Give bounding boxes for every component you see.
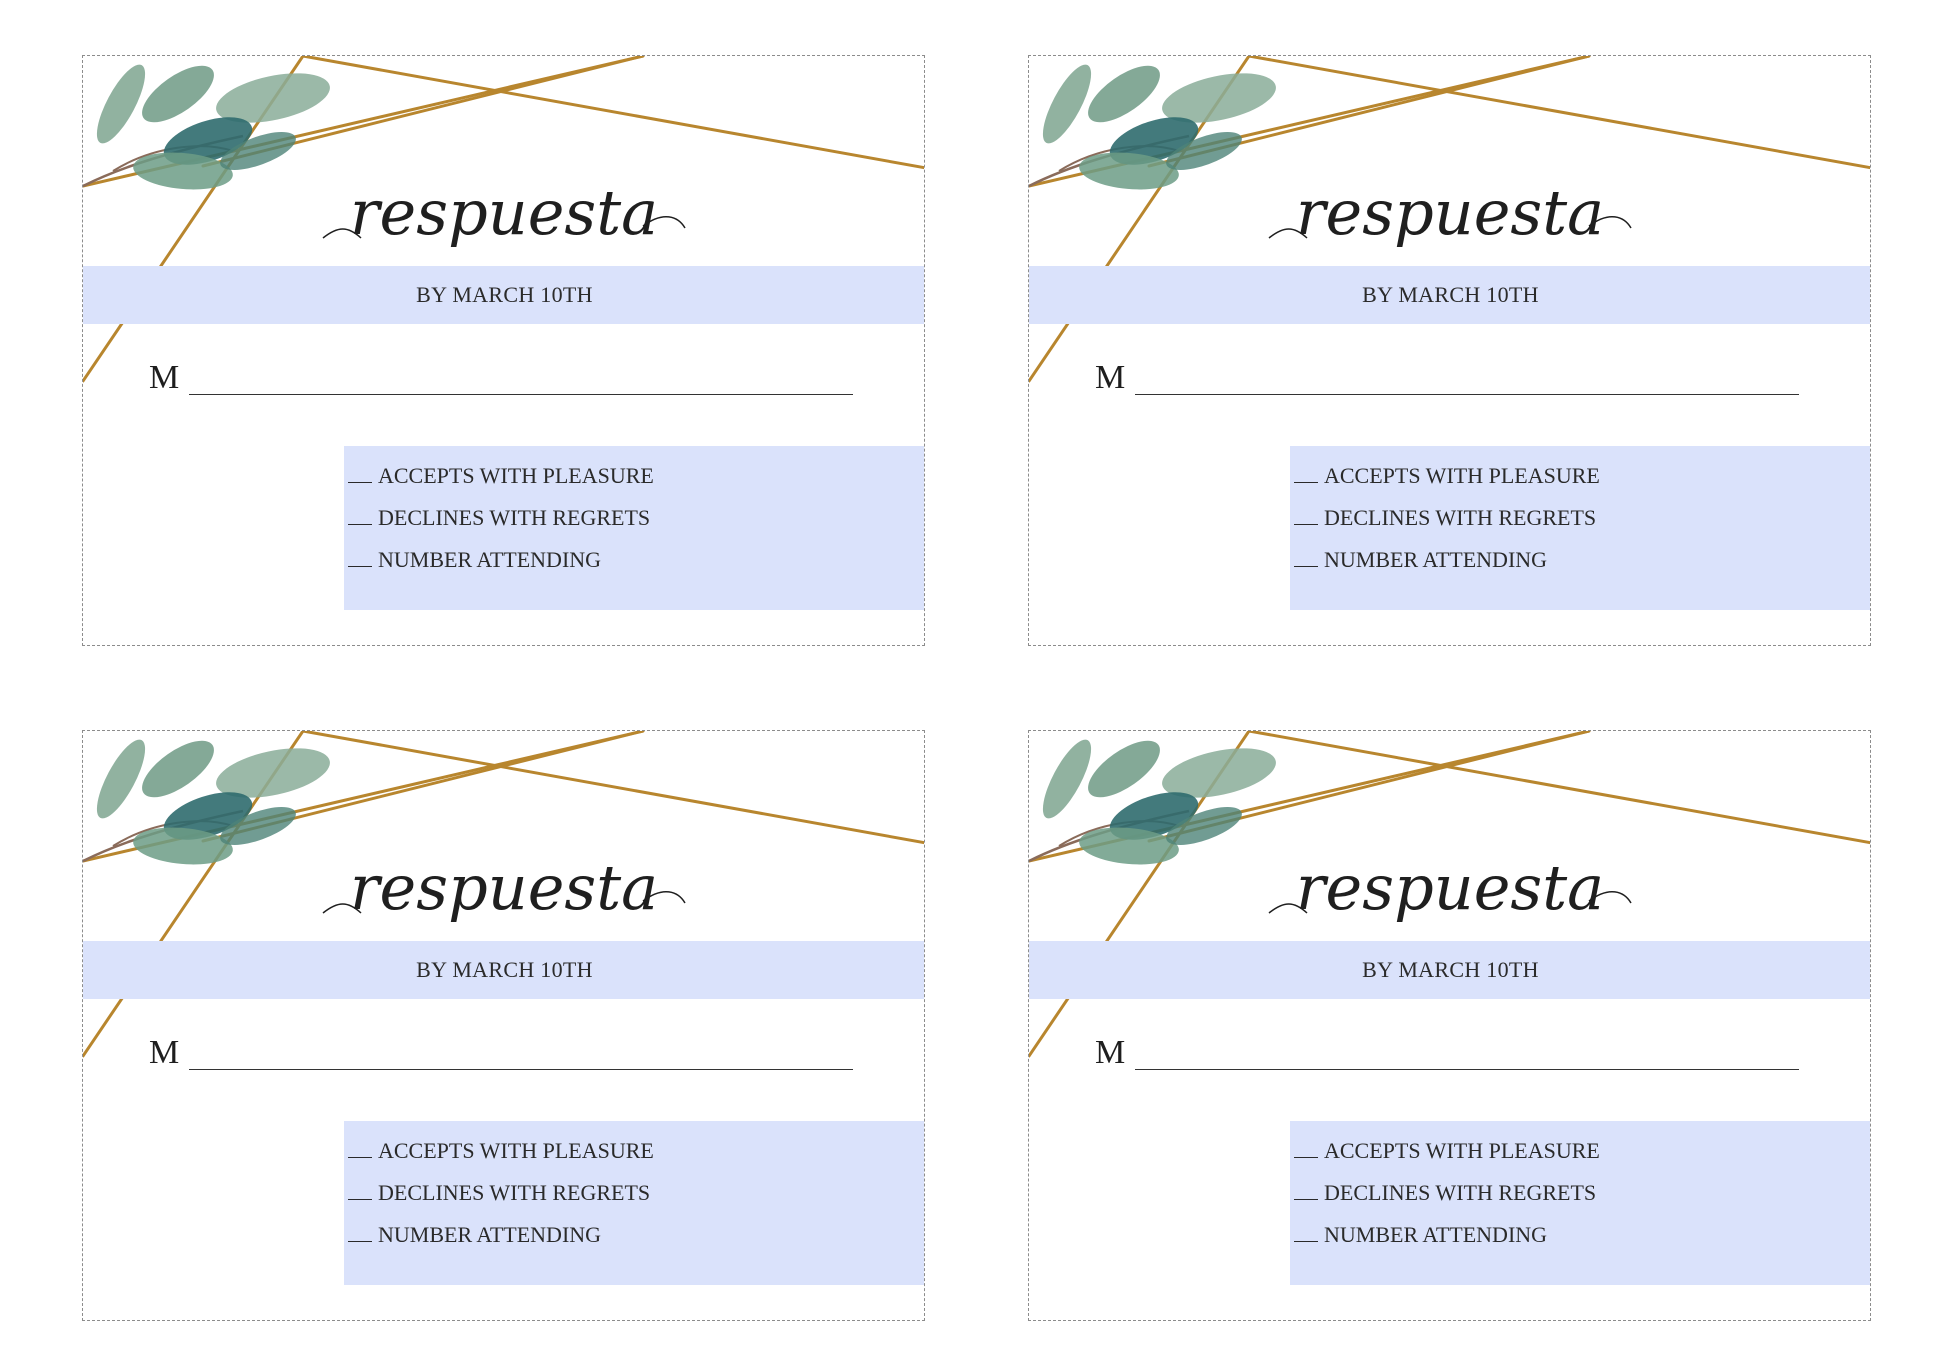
- name-prefix: M: [149, 359, 180, 396]
- deadline-banner: BY MARCH 10TH: [83, 266, 924, 324]
- response-options: ACCEPTS WITH PLEASURE DECLINES WITH REGR…: [1290, 446, 1870, 610]
- checkbox-blank[interactable]: [348, 504, 372, 525]
- option-declines[interactable]: DECLINES WITH REGRETS: [1294, 502, 1870, 544]
- svg-text:respuesta: respuesta: [1296, 176, 1604, 249]
- option-accepts[interactable]: ACCEPTS WITH PLEASURE: [348, 1135, 924, 1177]
- name-write-line[interactable]: [1135, 394, 1799, 395]
- rsvp-card-4: respuesta BY MARCH 10TH M ACCEPTS WITH P…: [1028, 730, 1871, 1321]
- deadline-banner: BY MARCH 10TH: [1029, 266, 1870, 324]
- checkbox-blank[interactable]: [1294, 1179, 1318, 1200]
- svg-text:respuesta: respuesta: [350, 851, 658, 924]
- name-prefix: M: [149, 1034, 180, 1071]
- checkbox-blank[interactable]: [1294, 546, 1318, 567]
- deadline-text: BY MARCH 10TH: [416, 957, 593, 982]
- name-prefix: M: [1095, 1034, 1126, 1071]
- option-number-attending[interactable]: NUMBER ATTENDING: [348, 1219, 924, 1261]
- option-number-attending[interactable]: NUMBER ATTENDING: [1294, 1219, 1870, 1261]
- checkbox-blank[interactable]: [348, 1221, 372, 1242]
- name-write-line[interactable]: [189, 394, 853, 395]
- response-options: ACCEPTS WITH PLEASURE DECLINES WITH REGR…: [1290, 1121, 1870, 1285]
- deadline-banner: BY MARCH 10TH: [83, 941, 924, 999]
- rsvp-script-title: respuesta: [322, 176, 686, 249]
- checkbox-blank[interactable]: [1294, 1221, 1318, 1242]
- name-prefix: M: [1095, 359, 1126, 396]
- deadline-banner: BY MARCH 10TH: [1029, 941, 1870, 999]
- deadline-text: BY MARCH 10TH: [1362, 282, 1539, 307]
- svg-text:respuesta: respuesta: [1296, 851, 1604, 924]
- guest-name-field[interactable]: M: [1095, 358, 1799, 398]
- checkbox-blank[interactable]: [1294, 462, 1318, 483]
- checkbox-blank[interactable]: [348, 1179, 372, 1200]
- name-write-line[interactable]: [189, 1069, 853, 1070]
- deadline-text: BY MARCH 10TH: [1362, 957, 1539, 982]
- rsvp-card-1: respuesta BY MARCH 10TH M ACCEPTS WITH P…: [82, 55, 925, 646]
- checkbox-blank[interactable]: [1294, 504, 1318, 525]
- rsvp-card-2: respuesta BY MARCH 10TH M ACCEPTS WITH P…: [1028, 55, 1871, 646]
- checkbox-blank[interactable]: [348, 1137, 372, 1158]
- rsvp-card-3: respuesta BY MARCH 10TH M ACCEPTS WITH P…: [82, 730, 925, 1321]
- guest-name-field[interactable]: M: [149, 358, 853, 398]
- name-write-line[interactable]: [1135, 1069, 1799, 1070]
- option-number-attending[interactable]: NUMBER ATTENDING: [348, 544, 924, 586]
- guest-name-field[interactable]: M: [1095, 1033, 1799, 1073]
- option-number-attending[interactable]: NUMBER ATTENDING: [1294, 544, 1870, 586]
- svg-text:respuesta: respuesta: [350, 176, 658, 249]
- guest-name-field[interactable]: M: [149, 1033, 853, 1073]
- checkbox-blank[interactable]: [348, 462, 372, 483]
- checkbox-blank[interactable]: [1294, 1137, 1318, 1158]
- option-accepts[interactable]: ACCEPTS WITH PLEASURE: [1294, 1135, 1870, 1177]
- deadline-text: BY MARCH 10TH: [416, 282, 593, 307]
- rsvp-script-title: respuesta: [1268, 176, 1632, 249]
- response-options: ACCEPTS WITH PLEASURE DECLINES WITH REGR…: [344, 446, 924, 610]
- option-accepts[interactable]: ACCEPTS WITH PLEASURE: [348, 460, 924, 502]
- option-accepts[interactable]: ACCEPTS WITH PLEASURE: [1294, 460, 1870, 502]
- rsvp-script-title: respuesta: [1268, 851, 1632, 924]
- option-declines[interactable]: DECLINES WITH REGRETS: [348, 502, 924, 544]
- response-options: ACCEPTS WITH PLEASURE DECLINES WITH REGR…: [344, 1121, 924, 1285]
- option-declines[interactable]: DECLINES WITH REGRETS: [1294, 1177, 1870, 1219]
- option-declines[interactable]: DECLINES WITH REGRETS: [348, 1177, 924, 1219]
- rsvp-script-title: respuesta: [322, 851, 686, 924]
- checkbox-blank[interactable]: [348, 546, 372, 567]
